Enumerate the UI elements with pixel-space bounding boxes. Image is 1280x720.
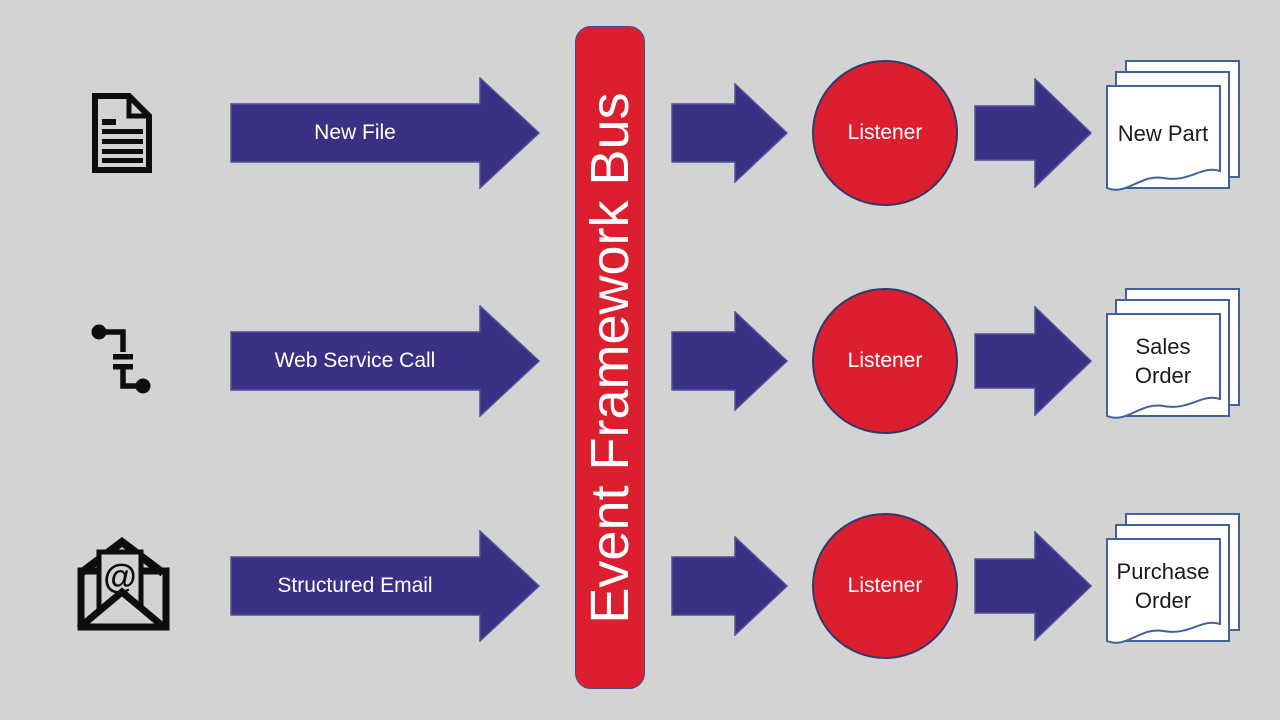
flow-row-new-file: New File Listener New Part — [0, 58, 1280, 208]
input-arrow: New File — [230, 77, 540, 189]
input-arrow: Web Service Call — [230, 305, 540, 417]
output-document-stack: Purchase Order — [1104, 512, 1242, 660]
listener-label: Listener — [847, 121, 923, 144]
listener-circle: Listener — [812, 513, 958, 659]
document-icon — [91, 93, 153, 173]
output-label: New Part — [1117, 120, 1209, 146]
structured-email-icon: @ — [77, 536, 170, 632]
flow-row-structured-email: @ Structured Email Listener — [0, 511, 1280, 661]
event-framework-bus: Event Framework Bus — [575, 26, 645, 689]
listener-label: Listener — [847, 574, 923, 597]
listener-label: Listener — [847, 349, 923, 372]
bus-to-listener-arrow — [671, 83, 788, 183]
flow-row-web-service: Web Service Call Listener Sales Order — [0, 286, 1280, 436]
listener-to-output-arrow — [974, 78, 1092, 188]
output-label: Sales Order — [1134, 334, 1192, 388]
listener-circle: Listener — [812, 60, 958, 206]
web-service-icon — [90, 324, 152, 394]
bus-to-listener-arrow — [671, 311, 788, 411]
bus-to-listener-arrow — [671, 536, 788, 636]
input-arrow-label: New File — [314, 121, 396, 144]
input-arrow-label: Web Service Call — [274, 349, 436, 372]
listener-to-output-arrow — [974, 531, 1092, 641]
output-document-stack: Sales Order — [1104, 287, 1242, 435]
listener-to-output-arrow — [974, 306, 1092, 416]
listener-circle: Listener — [812, 288, 958, 434]
input-arrow-label: Structured Email — [277, 574, 433, 597]
output-document-stack: New Part — [1104, 59, 1242, 207]
output-label: Purchase Order — [1116, 559, 1210, 613]
input-arrow: Structured Email — [230, 530, 540, 642]
